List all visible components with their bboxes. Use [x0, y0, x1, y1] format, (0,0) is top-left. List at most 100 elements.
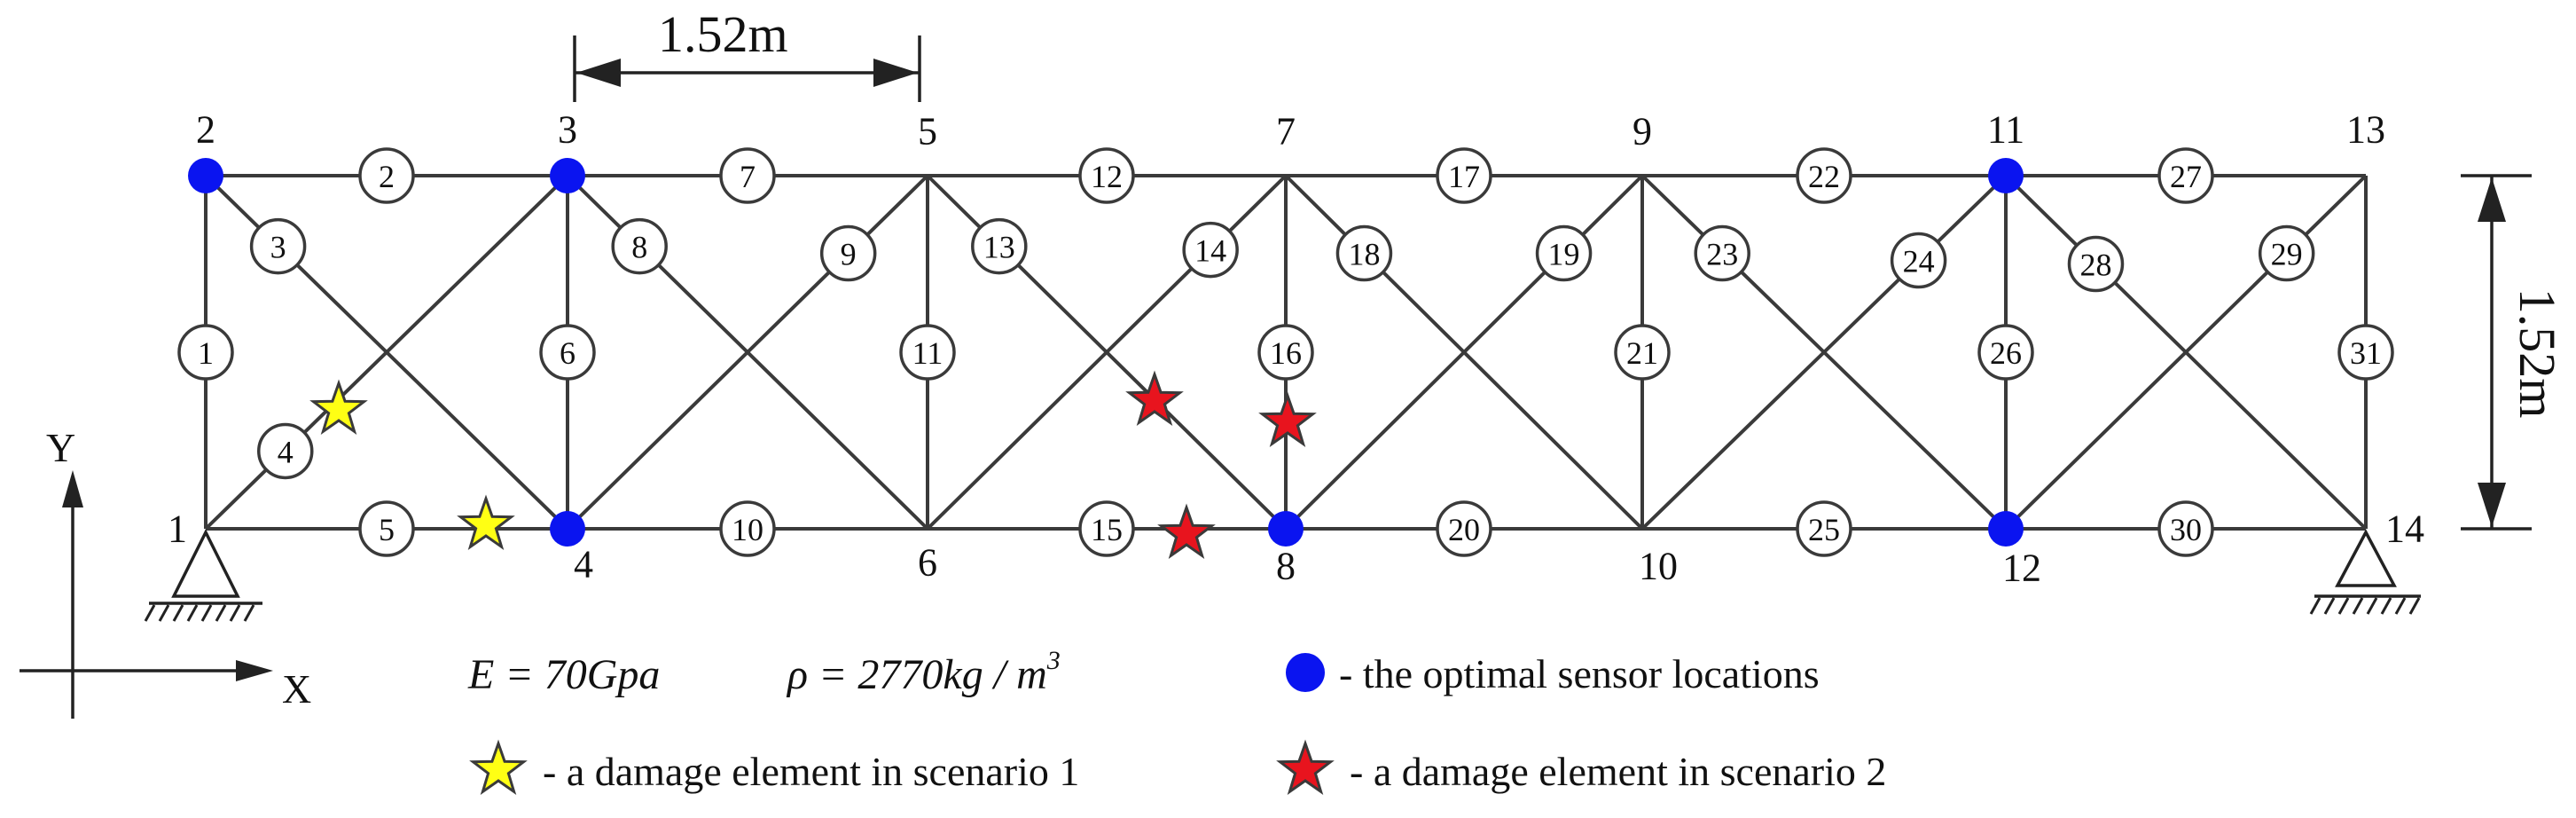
- element-label-31: 31: [2337, 324, 2394, 381]
- element-label-22: 22: [1796, 147, 1852, 204]
- node-label-13: 13: [2346, 108, 2385, 152]
- density-value: ρ = 2770kg / m: [786, 651, 1047, 698]
- density-exponent: 3: [1046, 646, 1061, 675]
- element-label-20: 20: [1436, 500, 1492, 557]
- element-number-29: 29: [2271, 237, 2303, 272]
- element-number-13: 13: [983, 230, 1015, 265]
- horizontal-dimension-arrow-left: [576, 59, 621, 87]
- element-label-13: 13: [971, 217, 1028, 275]
- element-number-19: 19: [1548, 237, 1580, 272]
- element-number-3: 3: [270, 230, 286, 265]
- element-label-9: 9: [819, 224, 877, 282]
- element-number-24: 24: [1903, 244, 1935, 279]
- vertical-dimension-arrow-bottom: [2478, 483, 2506, 527]
- pin-support-right-hatch: [2309, 597, 2421, 615]
- sensor-node-3: [550, 158, 585, 193]
- element-label-19: 19: [1535, 224, 1593, 282]
- element-number-25: 25: [1808, 512, 1840, 547]
- element-number-28: 28: [2080, 248, 2112, 283]
- node-label-4: 4: [574, 543, 593, 586]
- element-number-4: 4: [278, 434, 294, 469]
- element-label-2: 2: [358, 147, 415, 204]
- element-label-12: 12: [1078, 147, 1135, 204]
- element-label-18: 18: [1335, 224, 1393, 282]
- sensor-node-4: [550, 511, 585, 547]
- element-label-29: 29: [2258, 224, 2315, 282]
- y-axis-arrow: [62, 470, 83, 507]
- element-label-3: 3: [249, 217, 307, 275]
- element-label-1: 1: [177, 324, 234, 381]
- node-label-6: 6: [918, 541, 937, 585]
- coordinate-axes: Y X: [20, 425, 311, 719]
- horizontal-dimension-arrow-right: [873, 59, 918, 87]
- legend-sensor-text: - the optimal sensor locations: [1339, 651, 1820, 696]
- damage-star-scenario-2-element-15: [1157, 503, 1216, 560]
- element-label-10: 10: [719, 500, 776, 557]
- element-number-20: 20: [1448, 512, 1480, 547]
- element-label-27: 27: [2157, 147, 2214, 204]
- member-24: [1640, 174, 2008, 531]
- material-properties: E = 70Gpa ρ = 2770kg / m3: [467, 646, 1061, 698]
- element-number-1: 1: [198, 335, 214, 371]
- pin-support-right-triangle: [2335, 529, 2397, 587]
- vertical-dimension-label: 1.52m: [2509, 288, 2566, 419]
- element-label-24: 24: [1890, 232, 1947, 289]
- node-label-14: 14: [2385, 507, 2424, 551]
- node-label-11: 11: [1987, 108, 2024, 152]
- element-number-8: 8: [631, 230, 647, 265]
- pin-support-right: [2309, 529, 2421, 615]
- element-label-28: 28: [2067, 235, 2125, 293]
- element-number-16: 16: [1270, 335, 1302, 371]
- legend-scenario-1-text: - a damage element in scenario 1: [543, 749, 1079, 794]
- damage-star-scenario-1-element-4: [309, 379, 368, 436]
- element-label-25: 25: [1796, 500, 1852, 557]
- element-number-7: 7: [740, 159, 756, 194]
- element-label-11: 11: [899, 324, 956, 381]
- y-axis-label: Y: [46, 425, 75, 470]
- element-number-18: 18: [1348, 237, 1380, 272]
- element-number-9: 9: [841, 237, 857, 272]
- element-label-14: 14: [1182, 221, 1239, 279]
- element-number-6: 6: [560, 335, 575, 371]
- element-number-10: 10: [732, 512, 763, 547]
- element-number-21: 21: [1626, 335, 1658, 371]
- element-label-17: 17: [1436, 147, 1492, 204]
- youngs-modulus: E = 70Gpa: [467, 651, 660, 698]
- x-axis-label: X: [282, 666, 311, 712]
- node-label-8: 8: [1276, 545, 1296, 588]
- pin-support-left: [144, 529, 262, 622]
- element-label-8: 8: [611, 217, 668, 275]
- element-number-14: 14: [1194, 233, 1226, 269]
- sensor-node-2: [188, 158, 223, 193]
- damage-star-scenario-1-element-5: [457, 494, 515, 551]
- element-label-21: 21: [1614, 324, 1671, 381]
- damage-star-scenario-2-element-16: [1258, 391, 1317, 448]
- node-label-9: 9: [1633, 110, 1652, 153]
- element-label-30: 30: [2157, 500, 2214, 557]
- element-label-15: 15: [1078, 500, 1135, 557]
- element-number-2: 2: [379, 159, 395, 194]
- horizontal-dimension: 1.52m: [573, 5, 921, 102]
- vertical-dimension-arrow-top: [2478, 177, 2506, 222]
- horizontal-dimension-label: 1.52m: [658, 5, 788, 63]
- legend-star-scenario-1: [469, 739, 528, 796]
- element-label-7: 7: [719, 147, 776, 204]
- element-number-17: 17: [1448, 159, 1480, 194]
- element-number-31: 31: [2350, 335, 2382, 371]
- sensor-node-11: [1988, 158, 2024, 193]
- element-label-16: 16: [1257, 324, 1314, 381]
- element-number-23: 23: [1706, 237, 1738, 272]
- element-label-5: 5: [358, 500, 415, 557]
- sensor-markers: [188, 158, 2024, 547]
- element-number-27: 27: [2170, 159, 2202, 194]
- legend-star-scenario-2: [1276, 739, 1335, 796]
- node-label-2: 2: [196, 108, 215, 152]
- legend-scenario-2-text: - a damage element in scenario 2: [1350, 749, 1886, 794]
- element-label-6: 6: [539, 324, 596, 381]
- pin-support-left-triangle: [171, 529, 240, 598]
- node-label-7: 7: [1276, 110, 1296, 153]
- node-label-10: 10: [1639, 545, 1678, 588]
- legend-sensor-dot: [1286, 653, 1325, 692]
